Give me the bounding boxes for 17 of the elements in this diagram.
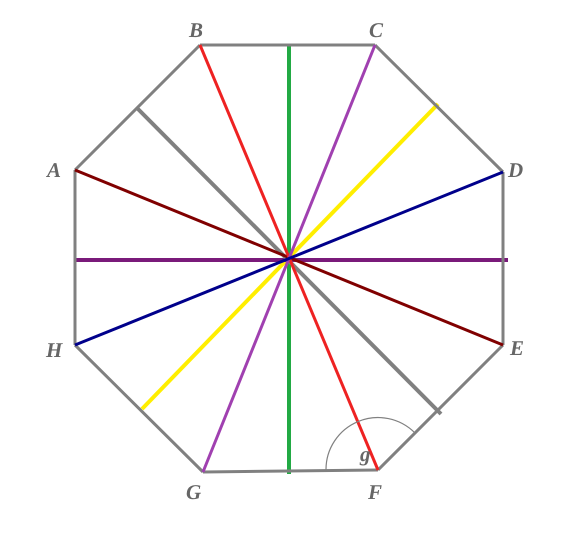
vertex-label: C (369, 20, 384, 41)
vertex-label: F (368, 482, 382, 503)
octagon-side (376, 344, 504, 472)
octagon-side (74, 170, 76, 345)
octagon-side (200, 44, 375, 46)
vertex-label: A (47, 160, 62, 181)
octagon-side (502, 172, 504, 345)
vertex-label: B (189, 20, 204, 41)
octagon-side (74, 344, 204, 474)
angle-label: g (360, 444, 370, 465)
octagon-side (202, 468, 378, 474)
vertex-label: G (186, 482, 202, 503)
vertex-label: E (510, 338, 524, 359)
vertex-label: H (46, 340, 62, 361)
vertex-label: D (508, 160, 524, 181)
octagon-side (74, 44, 202, 172)
octagon-side (374, 44, 504, 174)
